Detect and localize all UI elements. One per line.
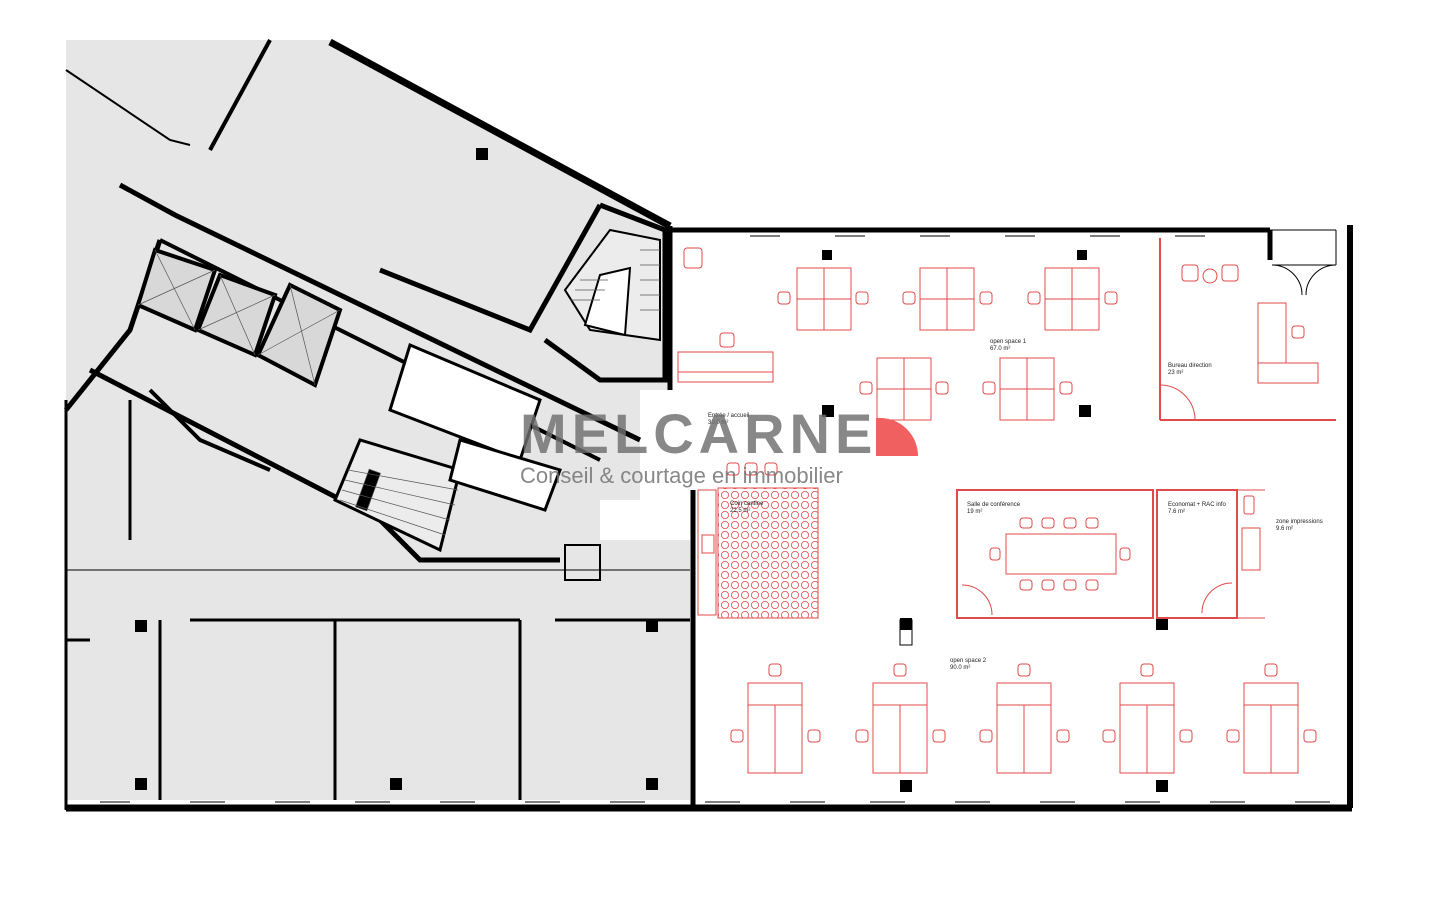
fit-out-layout xyxy=(677,238,1336,774)
core-wall-d xyxy=(88,367,560,563)
canteen-counter xyxy=(697,489,717,616)
desk-cluster-1 xyxy=(777,267,869,331)
lower-offices xyxy=(66,569,690,800)
left-wing-floor xyxy=(66,40,690,800)
stair-lower xyxy=(333,438,462,553)
desk-cluster-2 xyxy=(902,267,993,331)
core-wall-h xyxy=(543,202,668,383)
reception-desk xyxy=(677,351,774,383)
brand-tagline: Conseil & courtage en immobilier xyxy=(520,463,843,488)
desk-cluster-4 xyxy=(859,357,949,421)
wc-block xyxy=(388,342,562,512)
service-duct xyxy=(899,619,913,646)
right-wing xyxy=(66,225,1353,812)
exit-door xyxy=(1271,264,1337,296)
conference-room xyxy=(956,489,1154,619)
reception-chair xyxy=(719,332,735,348)
elevator-crosses xyxy=(137,249,341,386)
core-wall-f xyxy=(208,39,272,151)
diagonal-exterior-wall xyxy=(328,38,672,230)
desk-cluster-5 xyxy=(982,357,1073,421)
left-wing xyxy=(64,38,690,810)
pillars-right xyxy=(822,250,1168,792)
economat xyxy=(1156,489,1265,619)
desk-cluster-8 xyxy=(979,663,1070,774)
service-duct-box xyxy=(564,544,601,581)
core-wall-g xyxy=(379,203,603,334)
desk-cluster-3 xyxy=(1027,267,1118,331)
bureau-direction xyxy=(1159,238,1336,421)
brand-name: MELCARNE xyxy=(520,402,878,465)
core-wall-upper xyxy=(65,69,191,146)
desk-cluster-9 xyxy=(1102,663,1193,774)
canteen-floor xyxy=(717,487,819,619)
core-wall-a xyxy=(118,182,642,443)
armchair-entry xyxy=(683,247,703,269)
brand-watermark: MELCARNE Conseil & courtage en immobilie… xyxy=(520,405,920,489)
pillars-left xyxy=(135,148,658,790)
desk-cluster-6 xyxy=(730,663,821,774)
desk-cluster-10 xyxy=(1226,663,1317,774)
stair-upper xyxy=(563,228,661,342)
desk-cluster-7 xyxy=(855,663,946,774)
core-wall-e xyxy=(148,388,271,472)
